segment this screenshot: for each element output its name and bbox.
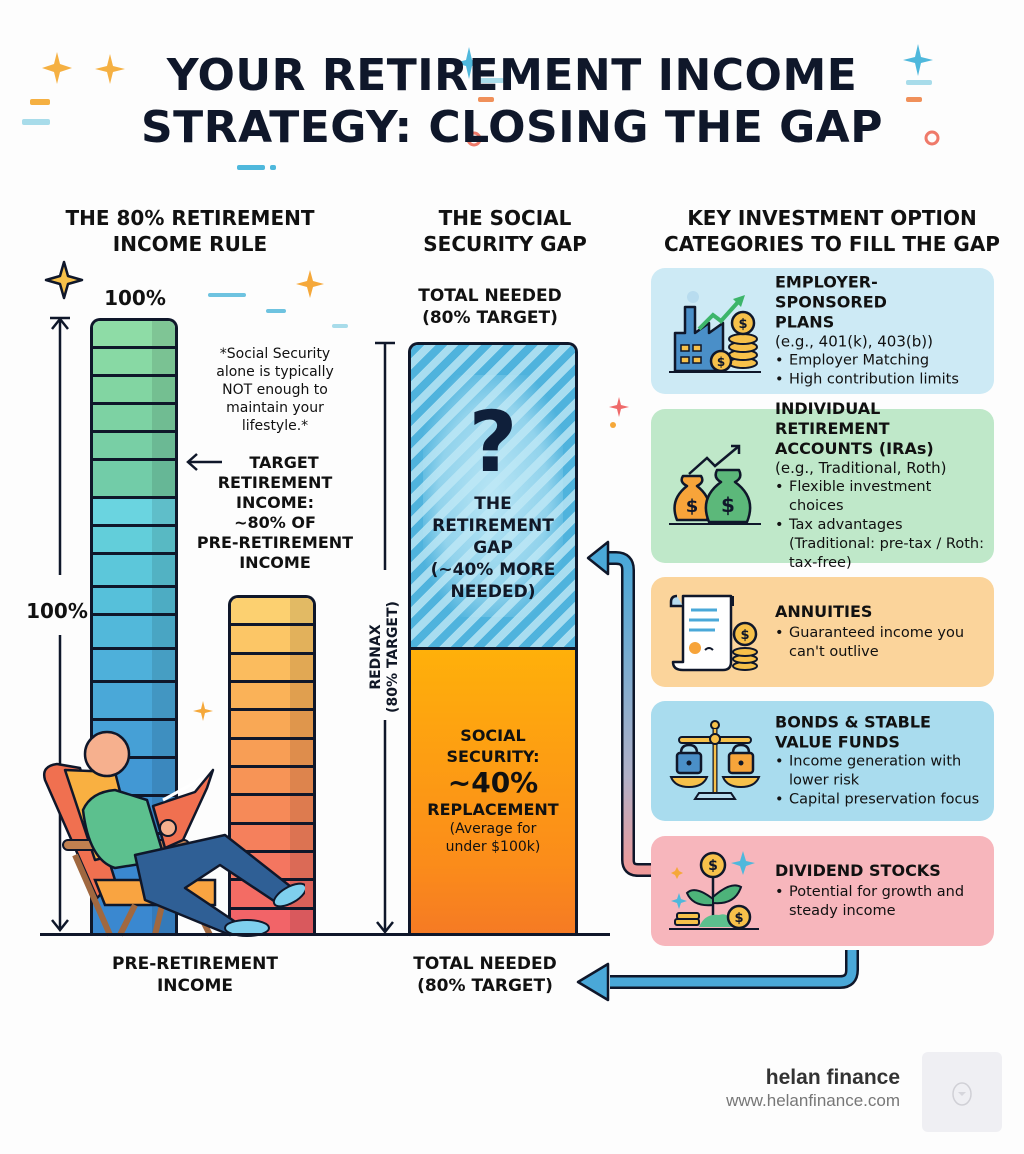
middle-column-heading: THE SOCIAL SECURITY GAP (423, 206, 587, 256)
decor-right-of-left (208, 270, 348, 328)
middle-baseline (360, 933, 610, 936)
decor-sparkles-right (903, 44, 940, 146)
money-bags-icon: $ $ (669, 444, 761, 525)
decor-sparkles-left (95, 54, 125, 84)
card-bonds-stable-value-funds: BONDS & STABLE VALUE FUNDS Income genera… (651, 701, 994, 821)
total-needed-top-label: TOTAL NEEDED (80% TARGET) (418, 286, 562, 328)
middle-vertical-label: REDNAX (80% TARGET) (368, 601, 401, 713)
brand-url: www.helanfinance.com (726, 1091, 900, 1110)
measure-arrow-icon (50, 316, 70, 933)
svg-text:$: $ (708, 858, 718, 874)
factory-coins-icon: $ $ (669, 291, 761, 373)
target-retirement-income-label: TARGET RETIREMENT INCOME: ~80% OF PRE-RE… (196, 453, 354, 572)
retirement-gap-segment: ? THE RETIREMENT GAP (~40% MORE NEEDED) (411, 345, 575, 650)
pre-retirement-income-label: PRE-RETIREMENT INCOME (112, 954, 278, 996)
svg-text:$: $ (717, 355, 725, 369)
page-title: YOUR RETIREMENT INCOME STRATEGY: CLOSING… (0, 50, 1024, 154)
bear-logo-icon (952, 1082, 972, 1106)
left-baseline (40, 933, 370, 936)
question-mark-icon: ? (468, 393, 518, 491)
svg-text:$: $ (721, 493, 735, 517)
contract-coins-icon: $ (669, 594, 758, 672)
title-line-1: YOUR RETIREMENT INCOME (166, 50, 858, 101)
svg-text:$: $ (740, 628, 749, 643)
svg-text:$: $ (686, 496, 699, 517)
right-column-heading: KEY INVESTMENT OPTION CATEGORIES TO FILL… (664, 206, 1000, 256)
card-individual-retirement-accounts: $ $ INDIVIDUAL RETIREMENT ACCOUNTS (IRAs… (651, 399, 994, 571)
brand-logo (922, 1052, 1002, 1132)
flow-arrows (576, 540, 859, 1002)
target-retirement-income-bar (228, 595, 316, 935)
svg-text:$: $ (738, 317, 747, 332)
total-needed-bottom-label: TOTAL NEEDED (80% TARGET) (413, 954, 557, 996)
left-column-heading: THE 80% RETIREMENT INCOME RULE (65, 206, 315, 256)
svg-text:$: $ (734, 911, 743, 926)
social-security-segment: SOCIAL SECURITY: ~40% REPLACEMENT (Avera… (411, 650, 575, 935)
left-side-label: 100% (26, 599, 88, 623)
middle-measure-arrow-icon (375, 341, 395, 935)
sparkle-red-icon (609, 397, 629, 428)
social-security-percent: ~40% (447, 766, 539, 799)
scale-locks-icon (669, 720, 761, 800)
person-reading-illustration (43, 730, 305, 937)
star-icon (44, 260, 84, 300)
retirement-gap-label: THE RETIREMENT GAP (~40% MORE NEEDED) (430, 494, 556, 602)
left-bar-top-label: 100% (104, 286, 166, 310)
card-employer-sponsored-plans: $ $ EMPLOYER-SPONSORED PLANS (e.g., 401(… (651, 268, 994, 394)
card-dividend-stocks: $ $ DIVIDEND STOCKS Potential for growth… (651, 836, 994, 946)
brand-name: helan finance (765, 1066, 900, 1089)
arrow-left-icon (186, 453, 222, 471)
decor-dashes-left (22, 99, 50, 124)
card-annuities: $ ANNUITIES Guaranteed income you can't … (651, 577, 994, 687)
title-line-2: STRATEGY: CLOSING THE GAP (140, 102, 883, 153)
social-security-gap-bar: ? THE RETIREMENT GAP (~40% MORE NEEDED) … (408, 342, 578, 935)
sparkle-icon (193, 701, 213, 721)
footer-brand: helan finance www.helanfinance.com (660, 1066, 900, 1112)
plant-coins-icon: $ $ (669, 851, 759, 930)
social-security-note: *Social Security alone is typically NOT … (216, 346, 334, 434)
